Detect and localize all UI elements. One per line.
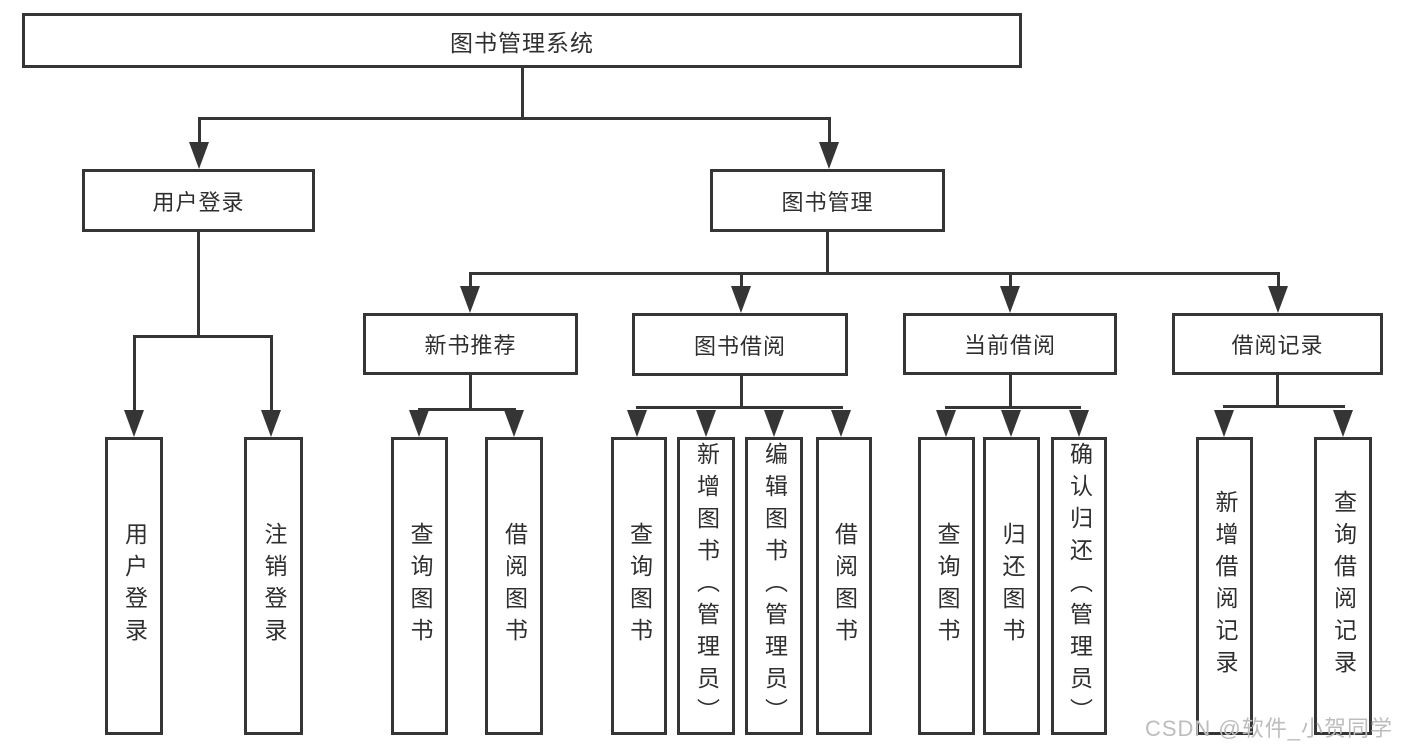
leaf-label: 查询图书 [407,522,433,650]
connector-line [945,406,1081,409]
arrowhead-down-icon [261,410,281,437]
leaf-confirm-return-admin: 确认归还（管理员） [1051,437,1107,735]
connector-line [418,408,516,411]
connector-line [133,336,136,413]
arrowhead-down-icon [819,142,839,169]
leaf-return-books: 归还图书 [983,437,1040,735]
leaf-label: 新增图书（管理员） [693,442,720,730]
leaf-label: 确认归还（管理员） [1066,442,1093,730]
leaf-label: 查询图书 [626,522,653,650]
connector-line [133,335,273,338]
connector-line [1223,405,1345,408]
leaf-add-borrow-record: 新增借阅记录 [1196,437,1253,735]
node-label: 图书管理 [781,189,874,215]
connector-line [1276,373,1279,407]
connector-line [1009,374,1012,408]
connector-line [469,272,1280,275]
leaf-query-borrow-record: 查询借阅记录 [1314,437,1372,735]
node-book-management: 图书管理 [710,169,945,232]
leaf-label: 注销登录 [261,522,287,650]
connector-line [469,373,472,410]
leaf-label: 用户登录 [121,522,148,650]
node-label: 借阅记录 [1231,333,1324,358]
leaf-label: 借阅图书 [501,522,528,650]
arrowhead-down-icon [731,286,751,313]
connector-line [1277,274,1280,289]
node-new-book-recommendation: 新书推荐 [363,313,578,375]
csdn-watermark: CSDN @软件_小贺同学 [1144,716,1393,741]
arrowhead-down-icon [409,410,429,437]
leaf-query-books-recommend: 查询图书 [391,437,448,735]
leaf-query-books-current: 查询图书 [918,437,975,735]
arrowhead-down-icon [1001,410,1021,437]
node-label: 新书推荐 [424,333,517,358]
connector-line [469,274,472,289]
leaf-query-books-borrowing: 查询图书 [611,437,667,735]
arrowhead-down-icon [189,142,209,169]
leaf-add-books-admin: 新增图书（管理员） [677,437,735,735]
arrowhead-down-icon [936,410,956,437]
node-label: 当前借阅 [963,333,1056,358]
leaf-label: 编辑图书（管理员） [761,442,788,730]
node-label: 图书借阅 [693,333,786,359]
leaf-user-login: 用户登录 [105,437,163,735]
node-user-login: 用户登录 [82,169,315,232]
node-current-borrowing: 当前借阅 [903,313,1117,375]
node-book-borrowing: 图书借阅 [632,313,848,376]
connector-line [270,336,273,413]
arrowhead-down-icon [831,410,851,437]
arrowhead-down-icon [1069,410,1089,437]
arrowhead-down-icon [1268,286,1288,313]
leaf-label: 查询借阅记录 [1330,490,1357,682]
arrowhead-down-icon [124,410,144,437]
connector-line [826,230,829,274]
leaf-label: 借阅图书 [831,522,858,650]
arrowhead-down-icon [460,286,480,313]
arrowhead-down-icon [1000,286,1020,313]
connector-line [740,374,743,408]
connector-line [521,68,524,118]
connector-line [636,406,843,409]
arrowhead-down-icon [504,410,524,437]
leaf-edit-books-admin: 编辑图书（管理员） [745,437,803,735]
connector-line [198,117,831,120]
leaf-borrow-books-recommend: 借阅图书 [485,437,543,735]
connector-line [198,118,201,145]
arrowhead-down-icon [1214,410,1234,437]
node-borrowing-records: 借阅记录 [1172,313,1383,375]
node-label: 图书管理系统 [450,29,594,56]
connector-line [828,118,831,145]
arrowhead-down-icon [764,410,784,437]
leaf-label: 新增借阅记录 [1212,490,1238,682]
node-label: 用户登录 [152,189,245,215]
arrowhead-down-icon [696,410,716,437]
connector-line [1009,274,1012,289]
arrowhead-down-icon [627,410,647,437]
arrowhead-down-icon [1333,410,1353,437]
node-library-management-system: 图书管理系统 [22,13,1022,68]
leaf-logout: 注销登录 [244,437,303,735]
leaf-borrow-books: 借阅图书 [816,437,872,735]
connector-line [197,230,200,337]
leaf-label: 归还图书 [999,522,1025,650]
connector-line [740,274,743,289]
leaf-label: 查询图书 [934,522,960,650]
